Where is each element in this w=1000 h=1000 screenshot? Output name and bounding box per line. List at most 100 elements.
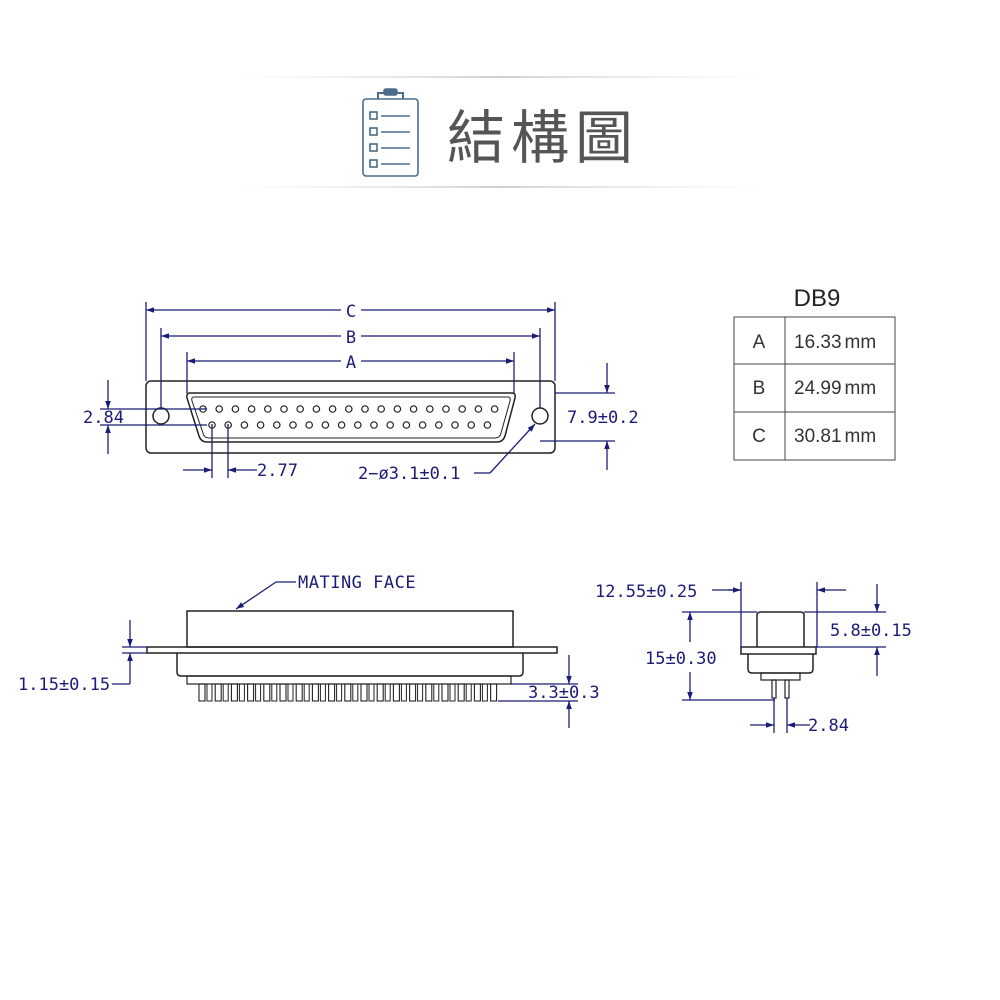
pin-contact	[467, 421, 476, 429]
pin-contact	[370, 421, 378, 429]
pin-contact	[386, 421, 395, 429]
pin-contact	[247, 405, 256, 413]
top-view: C B A 2.84 7	[83, 300, 639, 484]
pin-contact	[458, 405, 467, 413]
pin-contact	[215, 405, 224, 413]
side-pin	[344, 683, 352, 702]
side-pin	[368, 683, 375, 702]
pin-contact	[312, 405, 321, 413]
side-pin	[441, 683, 449, 702]
side-pin	[465, 683, 472, 702]
pin-contact	[442, 405, 450, 413]
pin-contact	[231, 405, 240, 413]
side-pin	[360, 683, 368, 702]
dimension-pin-length	[498, 655, 578, 728]
side-pin	[473, 683, 481, 702]
clipboard-checklist-icon	[362, 88, 419, 177]
dimension-pin-length-label: 3.3±0.3	[528, 683, 600, 703]
side-insulator	[186, 675, 512, 685]
header-divider-bottom	[228, 186, 772, 188]
end-shell	[756, 611, 805, 647]
pin-contact	[418, 421, 427, 429]
pin-contact	[280, 405, 288, 413]
side-pin	[425, 683, 433, 702]
header-divider-top	[228, 76, 772, 78]
side-pin	[417, 683, 424, 702]
spec-table-title: DB9	[794, 285, 841, 312]
pin-contact	[474, 405, 483, 413]
side-pin	[287, 683, 294, 702]
pin-contact	[377, 405, 386, 413]
side-pin	[247, 683, 255, 702]
dimension-a-label: A	[346, 353, 356, 373]
dimension-shell	[804, 584, 886, 676]
page-title: 結構圖	[447, 104, 639, 172]
end-pins	[771, 679, 790, 699]
pin-contact	[402, 421, 411, 429]
dimension-c-label: C	[346, 302, 356, 322]
pin-contact	[328, 405, 337, 413]
dimension-depth-label: 12.55±0.25	[595, 582, 697, 602]
side-pin	[433, 683, 440, 702]
side-pin	[449, 683, 456, 702]
dimension-b-label: B	[346, 328, 356, 348]
dimension-right-height	[540, 363, 615, 470]
side-pin	[303, 683, 310, 702]
side-shell	[186, 610, 514, 648]
dimension-flange	[112, 620, 147, 685]
dimension-pin-pitch-label: 2.77	[257, 461, 298, 481]
side-pin	[230, 683, 238, 702]
side-pin	[295, 683, 303, 702]
pin-contact	[321, 421, 330, 429]
side-pin	[214, 683, 222, 702]
header: 結構圖	[228, 76, 772, 188]
side-view: MATING FACE 1.15±0.15 3.3±0.3	[18, 573, 600, 728]
pin-contact	[344, 405, 353, 413]
pin-contact	[263, 405, 272, 413]
side-pin	[311, 683, 319, 702]
dimension-height-label: 15±0.30	[645, 649, 717, 669]
end-insulator	[760, 672, 801, 681]
side-pin	[457, 683, 465, 702]
side-pin	[271, 683, 278, 702]
d-shell-outline	[186, 392, 516, 443]
pin-contact	[240, 421, 249, 429]
side-pin	[376, 683, 384, 702]
d-shell-inner	[191, 396, 511, 439]
mounting-hole-right	[531, 407, 549, 425]
pin-contact	[409, 405, 418, 413]
pin-contact	[289, 421, 297, 429]
end-body	[747, 654, 814, 674]
dimension-depth	[712, 582, 846, 647]
spec-row-b-label: B	[753, 378, 766, 399]
pin-contact	[434, 421, 443, 429]
pin-contact	[256, 421, 265, 429]
end-flange	[740, 646, 817, 655]
side-pin	[409, 683, 417, 702]
pin-contact	[451, 421, 459, 429]
side-pin	[198, 683, 206, 702]
side-flange	[146, 646, 558, 654]
pin-contact	[361, 405, 369, 413]
pin-contact	[305, 421, 314, 429]
side-pin	[263, 683, 271, 702]
side-body	[176, 653, 524, 677]
pin-contacts	[199, 405, 499, 429]
spec-row-c-label: C	[752, 426, 766, 447]
side-pin	[206, 683, 213, 702]
side-pin	[336, 683, 343, 702]
dimension-shell-label: 5.8±0.15	[830, 621, 912, 641]
side-pin	[319, 683, 326, 702]
pin-contact	[296, 405, 305, 413]
pin-contact	[353, 421, 362, 429]
spec-row-a-label: A	[753, 332, 766, 353]
dimension-pin-label: 2.84	[808, 716, 849, 736]
dimension-pin	[750, 698, 810, 733]
